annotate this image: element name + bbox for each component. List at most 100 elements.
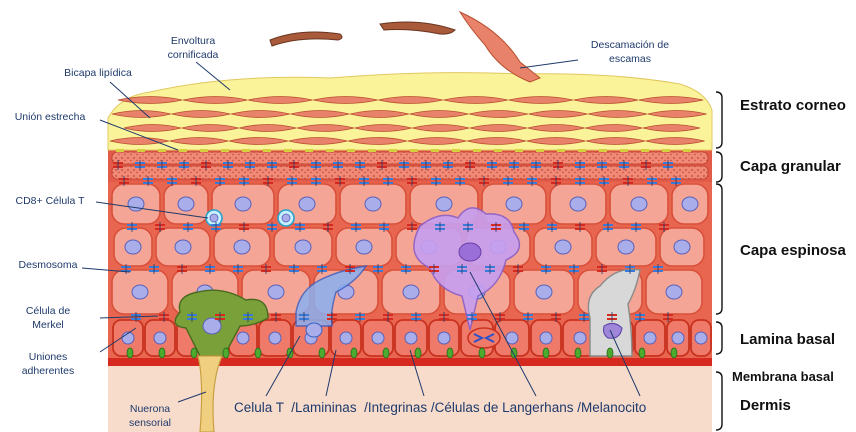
label-bicapa: Bicapa lipídica [64,67,132,79]
nucleus [234,240,250,254]
dermis-layer [108,366,712,432]
nucleus [356,240,372,254]
label-dermis: Dermis [740,397,791,414]
nucleus [682,197,698,211]
tight-junction [158,149,166,152]
tight-junction [116,149,124,152]
nucleus [295,240,311,254]
label-cd8: CD8+ Célula T [16,195,86,207]
nucleus [365,197,381,211]
nucleus [674,240,690,254]
label-estrato-corneo: Estrato corneo [740,97,846,114]
tight-junction [620,149,628,152]
integrin [447,348,453,358]
label-desmosoma: Desmosoma [19,259,78,271]
label-neurona-1: Nuerona [130,403,170,415]
nucleus [618,240,634,254]
integrin [607,348,613,358]
integrin [223,348,229,358]
nucleus [340,332,352,344]
bracket-lamina-basal [716,322,722,354]
bracket-capa-espinosa [716,184,722,314]
langerhans-nucleus [459,243,481,261]
cd8-nucleus [210,214,218,222]
tight-junction [200,149,208,152]
tight-junction [326,149,334,152]
nucleus [644,332,656,344]
tight-junction [305,149,313,152]
nucleus [125,240,141,254]
nucleus [436,197,452,211]
nucleus [269,332,281,344]
squame-flake [270,32,342,46]
layer-brackets [716,92,722,430]
nucleus [695,332,707,344]
label-envoltura-1: Envoltura [171,35,216,47]
squame-flake [380,22,455,34]
label-envoltura-2: cornificada [168,49,219,61]
integrin [383,348,389,358]
nucleus [405,332,417,344]
nucleus [540,332,552,344]
tight-junction [221,149,229,152]
bracket-estrato-corneo [716,92,722,148]
integrin [671,348,677,358]
nucleus [506,197,522,211]
integrin [511,348,517,358]
label-merkel-1: Célula de [26,305,71,317]
tight-junction [578,149,586,152]
tight-junction [263,149,271,152]
nucleus [631,197,647,211]
bottom-caption: Celula T /Lamininas /Integrinas /Células… [234,400,646,415]
tight-junction [242,149,250,152]
tight-junction [494,149,502,152]
nucleus [235,197,251,211]
integrin [319,348,325,358]
label-descamacion-1: Descamación de [591,39,669,51]
nucleus [570,197,586,211]
tight-junction [179,149,187,152]
tight-junction [389,149,397,152]
label-descamacion-2: escamas [609,53,651,65]
tight-junction [515,149,523,152]
label-uniones-1: Uniones [29,351,68,363]
label-neurona-2: sensorial [129,417,171,429]
integrin [479,348,485,358]
tight-junction [536,149,544,152]
label-capa-granular: Capa granular [740,158,841,175]
integrin [639,348,645,358]
t-cell-nucleus [306,323,322,337]
nucleus [666,285,682,299]
label-union-estrecha: Unión estrecha [15,111,86,123]
tight-junction [662,149,670,152]
nucleus [237,332,249,344]
nucleus [175,240,191,254]
cd8-nucleus [282,214,290,222]
integrin [255,348,261,358]
nucleus [178,197,194,211]
nucleus [299,197,315,211]
label-membrana-basal: Membrana basal [732,369,834,384]
integrin [415,348,421,358]
integrin [159,348,165,358]
nucleus [372,332,384,344]
integrin [575,348,581,358]
bracket-dermis [716,372,722,430]
integrin [543,348,549,358]
label-capa-espinosa: Capa espinosa [740,242,847,259]
tight-junction [137,149,145,152]
tight-junction [683,149,691,152]
bracket-capa-granular [716,152,722,182]
tight-junction [284,149,292,152]
label-lamina-basal: Lamina basal [740,331,835,348]
nucleus [555,240,571,254]
tight-junction [473,149,481,152]
tight-junction [410,149,418,152]
merkel-nucleus [203,318,221,334]
integrin [351,348,357,358]
nucleus [536,285,552,299]
nucleus [268,285,284,299]
tight-junction [641,149,649,152]
squame-flake [460,12,540,82]
